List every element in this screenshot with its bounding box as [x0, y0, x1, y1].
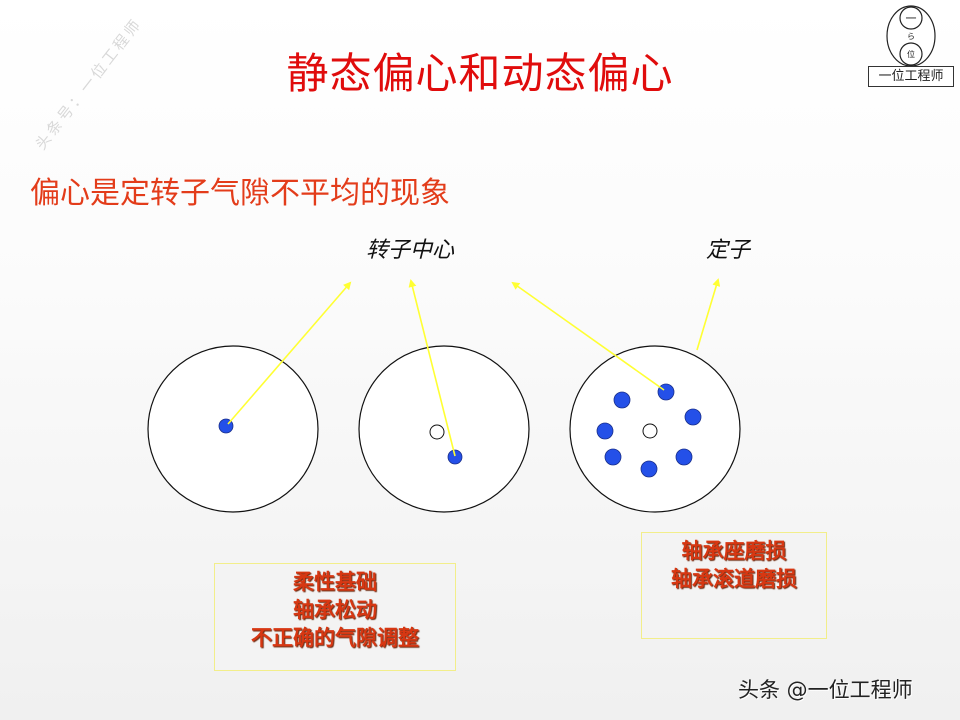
- dynamic-eccentricity-causes: 轴承座磨损 轴承滚道磨损: [641, 532, 827, 639]
- arrow-icon: [227, 281, 352, 425]
- arrow-icon: [511, 281, 665, 391]
- svg-text:一: 一: [906, 12, 917, 25]
- static-eccentricity-causes: 柔性基础 轴承松动 不正确的气隙调整: [214, 563, 456, 671]
- stator-label: 定子: [706, 238, 751, 263]
- page-title: 静态偏心和动态偏心: [286, 49, 674, 98]
- rotor-orbit-dot: [657, 383, 675, 401]
- rotor-orbit-dot: [684, 408, 702, 426]
- logo: 一 ら 位 一位工程师: [866, 4, 956, 88]
- logo-label: 一位工程师: [868, 66, 954, 87]
- cause-item: 柔性基础: [293, 570, 377, 594]
- footer-credit: 头条 @一位工程师: [738, 678, 913, 702]
- subtitle: 偏心是定转子气隙不平均的现象: [30, 176, 450, 211]
- rotor-center-label: 转子中心: [366, 238, 455, 263]
- cause-item: 轴承滚道磨损: [671, 567, 797, 591]
- arrow-icon: [696, 278, 721, 351]
- rotor-orbit-dot: [604, 448, 622, 466]
- svg-text:ら: ら: [907, 32, 915, 41]
- arrow-icon: [408, 279, 456, 457]
- stator-circle-static: [358, 345, 530, 513]
- cause-item: 轴承座磨损: [681, 539, 787, 563]
- stator-center-dot: [642, 423, 658, 439]
- rotor-center-dot: [447, 449, 463, 465]
- rotor-orbit-dot: [675, 448, 693, 466]
- stator-circle-normal: [147, 345, 319, 513]
- cause-item: 不正确的气隙调整: [251, 626, 419, 650]
- rotor-orbit-dot: [596, 422, 614, 440]
- stator-center-dot: [429, 424, 445, 440]
- rotor-orbit-dot: [640, 460, 658, 478]
- logo-icon: 一 ら 位: [886, 5, 936, 67]
- svg-text:位: 位: [907, 49, 915, 59]
- cause-item: 轴承松动: [293, 598, 377, 622]
- rotor-orbit-dot: [613, 391, 631, 409]
